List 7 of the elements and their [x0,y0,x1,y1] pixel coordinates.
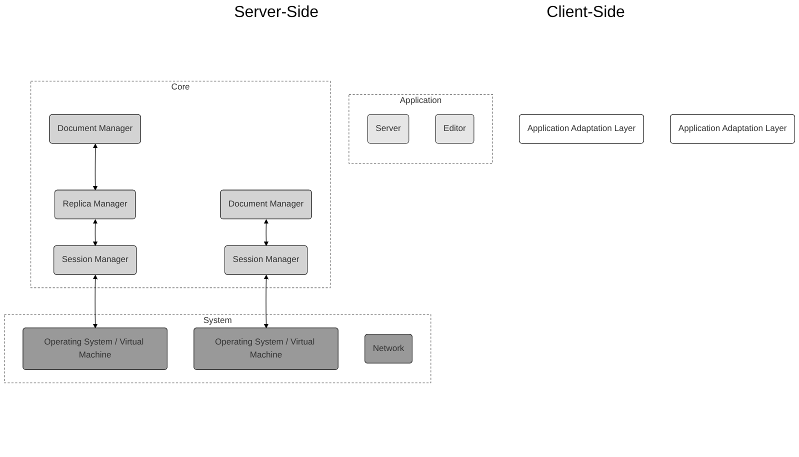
arrow [264,274,269,328]
column-heading: Server-Side [234,4,319,22]
arrow [264,219,269,246]
arrow [92,219,98,246]
arrow [92,144,98,191]
column-heading: Client-Side [546,4,625,22]
arrow [92,274,98,328]
